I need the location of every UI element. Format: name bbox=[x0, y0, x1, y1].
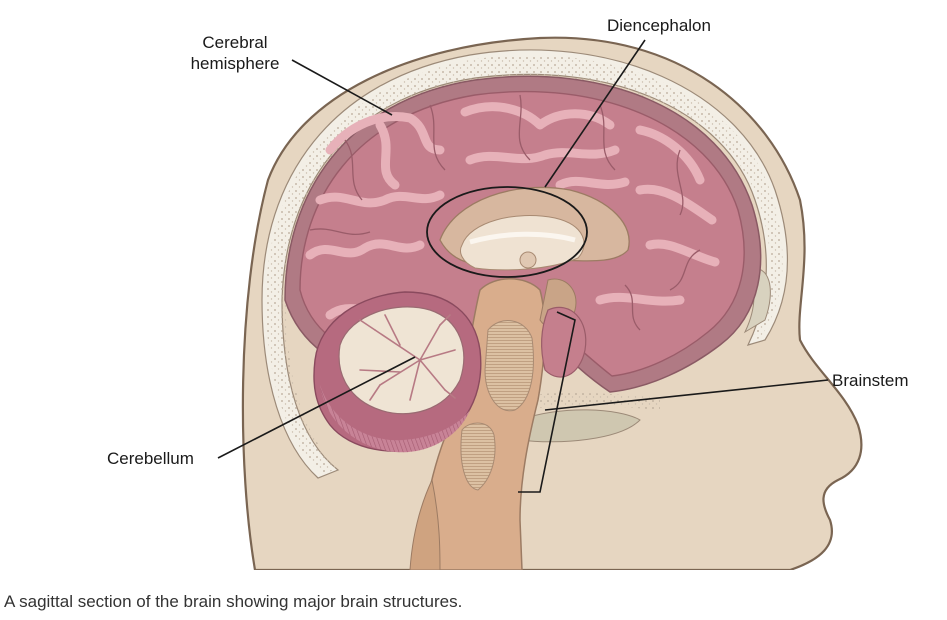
figure-caption: A sagittal section of the brain showing … bbox=[4, 592, 463, 611]
arbor-branches bbox=[359, 314, 456, 401]
medulla bbox=[460, 422, 496, 491]
leader-cerebral bbox=[291, 59, 393, 116]
brainstem-bracket bbox=[518, 311, 576, 493]
leader-diencephalon bbox=[544, 39, 646, 188]
gyri-highlights bbox=[305, 102, 720, 320]
pons bbox=[484, 320, 534, 412]
gyri-sulci bbox=[309, 94, 701, 331]
pineal bbox=[519, 251, 537, 269]
spinal-canal bbox=[409, 478, 441, 570]
thalamus bbox=[460, 215, 585, 271]
leader-lines bbox=[217, 39, 829, 493]
arbor-vitae bbox=[338, 306, 465, 415]
diencephalon-ring bbox=[426, 186, 588, 278]
label-brainstem: Brainstem bbox=[832, 371, 909, 390]
label-cerebral-line1: Cerebral bbox=[202, 33, 268, 52]
label-diencephalon: Diencephalon bbox=[607, 16, 711, 35]
leader-brainstem bbox=[544, 379, 829, 411]
brain-sagittal-diagram bbox=[217, 36, 863, 570]
label-cerebellum: Cerebellum bbox=[107, 449, 194, 468]
label-cerebral-hemisphere: Cerebral hemisphere bbox=[175, 32, 295, 74]
cerebellum-folia bbox=[320, 385, 470, 453]
label-cerebral-line2: hemisphere bbox=[190, 54, 280, 73]
leader-cerebellum bbox=[217, 356, 416, 459]
